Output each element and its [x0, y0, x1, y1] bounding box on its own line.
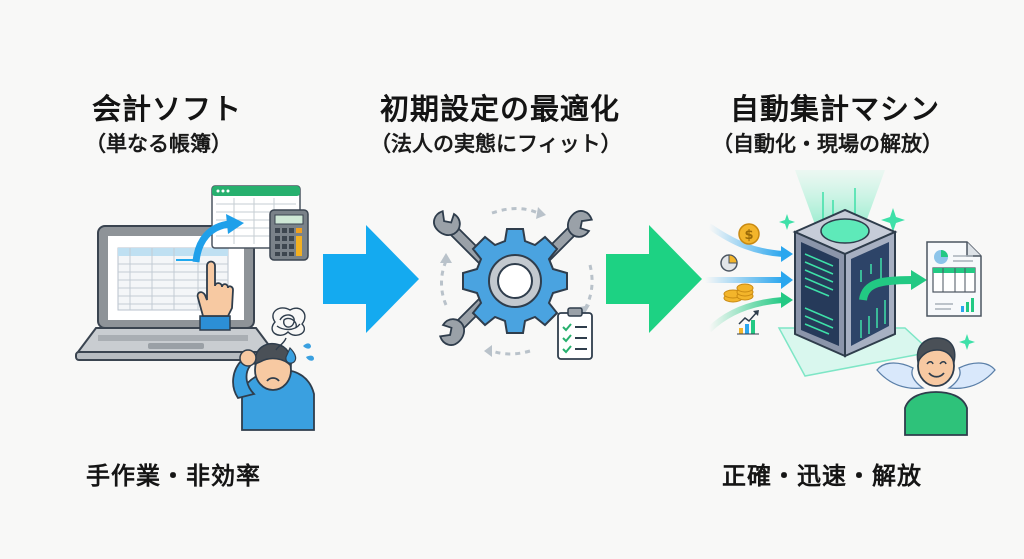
growth-chart-icon: [737, 310, 759, 335]
stage1-title: 会計ソフト: [92, 92, 243, 126]
happy-person-with-wings-icon: [876, 337, 996, 436]
wrench-icon: [433, 210, 593, 346]
sweat-drops-icon: [285, 343, 314, 364]
stage1-caption: 手作業・非効率: [86, 462, 261, 490]
coin-icon: $: [738, 223, 760, 245]
arrow-blue-icon: [323, 225, 419, 333]
server-machine-icon: [792, 208, 898, 358]
input-arrows-icon: [705, 223, 793, 333]
sparkle-icon: [779, 208, 975, 350]
cycle-arrows-icon: [440, 207, 594, 356]
gear-icon: [462, 228, 568, 334]
coin-stack-icon: [723, 283, 754, 303]
stage2-illustration: [433, 207, 594, 360]
stage3-illustration: $: [705, 170, 996, 436]
stage2-subtitle: （法人の実態にフィット）: [370, 132, 622, 156]
pointing-hand-icon: [196, 260, 234, 331]
checklist-clipboard-icon: [557, 307, 593, 360]
stressed-person-icon: [232, 342, 315, 431]
stage3-caption: 正確・迅速・解放: [722, 462, 922, 490]
stage2-title: 初期設定の最適化: [380, 92, 621, 126]
stage3-subtitle: （自動化・現場の解放）: [712, 132, 943, 156]
svg-text:$: $: [744, 228, 753, 243]
arrow-green-icon: [606, 225, 702, 333]
stage3-title: 自動集計マシン: [730, 92, 941, 126]
tangled-thought-icon: [271, 307, 306, 351]
pie-chart-icon: [720, 254, 738, 272]
stage1-illustration: [75, 185, 315, 431]
calculator-icon: [269, 209, 309, 261]
curved-arrow-icon: [192, 214, 244, 263]
stage1-subtitle: （単なる帳簿）: [85, 132, 232, 156]
report-document-icon: [926, 241, 982, 317]
